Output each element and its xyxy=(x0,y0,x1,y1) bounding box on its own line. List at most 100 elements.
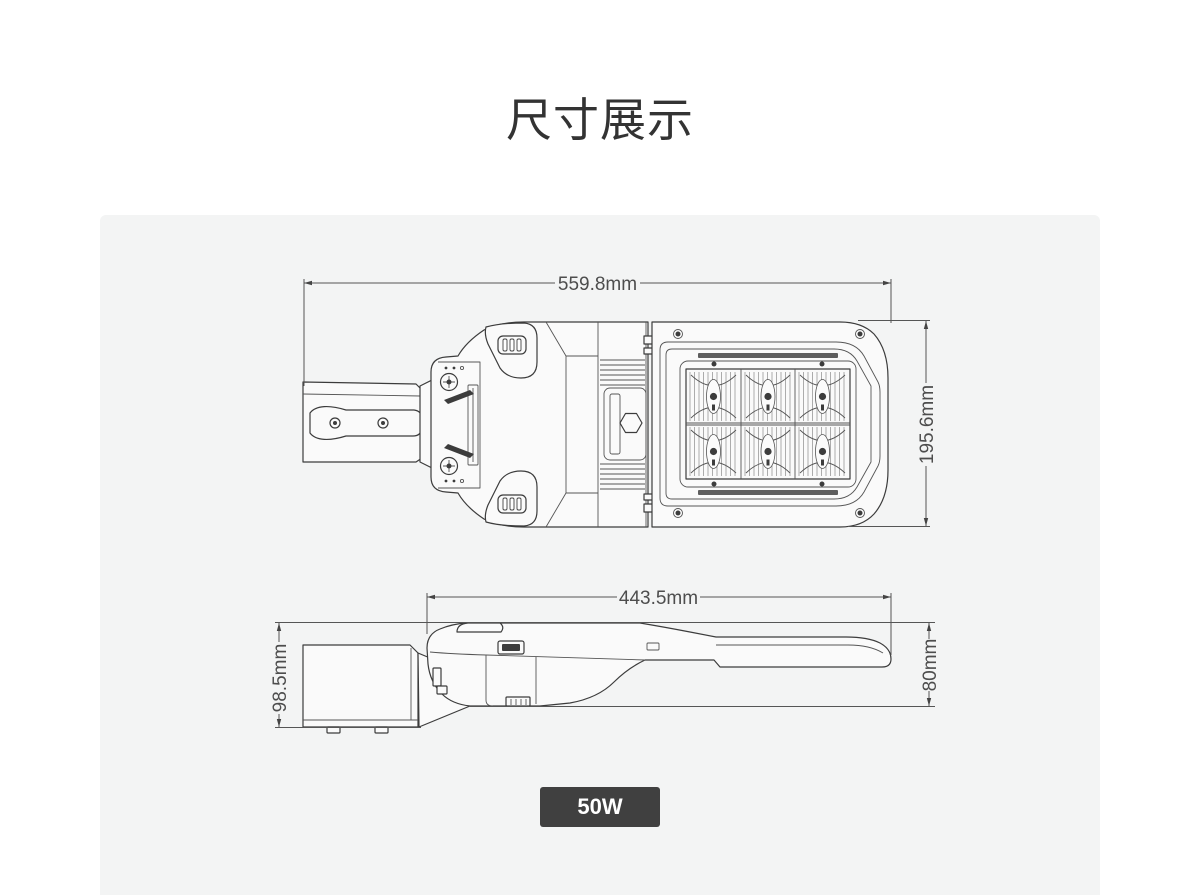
dimension-arrow xyxy=(276,623,282,631)
dimension-label-overall-width: 195.6mm xyxy=(917,385,938,464)
bottom-mounting-ear xyxy=(484,470,538,527)
page-title: 尺寸展示 xyxy=(506,93,694,147)
side-clamp-nut xyxy=(436,685,448,695)
side-bracket-edge xyxy=(303,648,418,721)
dimension-arrow xyxy=(883,594,891,600)
dimension-overall-height: 98.5mm xyxy=(270,622,935,728)
housing-rib xyxy=(566,355,598,494)
dimension-arrow xyxy=(926,623,932,631)
side-lens-cover xyxy=(716,644,884,654)
side-terminal-slots xyxy=(510,699,527,705)
latch-slot xyxy=(509,338,515,352)
dimension-label-body-length: 443.5mm xyxy=(619,588,698,609)
head-screw-icon xyxy=(673,329,683,339)
pole-bracket-edge xyxy=(302,393,421,397)
extension-line xyxy=(426,593,892,655)
latch-slot xyxy=(502,497,508,511)
frame-strip xyxy=(698,490,838,495)
dimension-arrow xyxy=(276,719,282,727)
bracket-bolt-center xyxy=(333,421,337,425)
clamp-marker-dot xyxy=(444,366,448,370)
dimension-arrow xyxy=(926,698,932,706)
side-pole-bracket xyxy=(302,644,419,734)
dimension-overall-length: 559.8mm xyxy=(303,274,892,386)
side-vent xyxy=(646,642,660,651)
side-bracket-box xyxy=(302,644,419,728)
clamp-marker-dot xyxy=(444,479,448,483)
dimension-label-overall-height: 98.5mm xyxy=(270,644,291,713)
clamp-marker-dot xyxy=(452,366,456,370)
dimension-body-length: 443.5mm xyxy=(426,588,892,655)
led-chip-lead xyxy=(821,404,824,411)
module-screw-dot xyxy=(711,361,717,367)
led-module xyxy=(689,427,737,476)
dimension-label-head-height: 80mm xyxy=(920,639,941,692)
top-mounting-ear xyxy=(484,322,538,379)
bracket-bolt-center xyxy=(381,421,385,425)
rear-clamp-bar xyxy=(467,384,479,466)
module-bed xyxy=(679,360,857,488)
module-screw-dot xyxy=(819,361,825,367)
latch-slot xyxy=(516,338,522,352)
head-screw-center xyxy=(675,331,681,337)
pole-bracket xyxy=(302,381,423,463)
head-screw-center xyxy=(857,510,863,516)
heatsink-fins xyxy=(600,359,645,490)
lamp-head xyxy=(651,321,889,528)
clamp-marker-dot xyxy=(452,479,456,483)
extension-line xyxy=(303,279,892,386)
led-module xyxy=(798,427,846,476)
led-chip-lead xyxy=(766,459,770,466)
dimension-arrow xyxy=(923,321,929,329)
clamp-wing xyxy=(444,390,474,404)
frame-strip xyxy=(698,353,838,358)
head-frame-outer xyxy=(659,341,881,507)
housing-rib xyxy=(545,321,567,528)
latch-slot xyxy=(502,338,508,352)
clamp-marker-dot xyxy=(459,365,465,371)
dimension-overall-width: 195.6mm xyxy=(848,320,938,527)
led-module xyxy=(744,372,791,421)
wattage-badge: 50W xyxy=(540,787,660,827)
clamp-screw-center xyxy=(446,379,452,385)
dimension-drawing: 559.8mm 195.6mm 443.5mm 98.5mm xyxy=(270,274,941,734)
clamp-plate xyxy=(419,379,433,469)
module-screw-dot xyxy=(711,481,717,487)
head-screw-center xyxy=(675,510,681,516)
led-chip xyxy=(764,447,772,456)
led-chip-lead xyxy=(712,459,715,466)
led-modules xyxy=(689,372,846,476)
led-module xyxy=(798,372,846,421)
clamp-screw-center xyxy=(446,463,452,469)
rear-clamp-frame xyxy=(438,361,481,489)
led-chip xyxy=(818,447,827,456)
side-top-cover xyxy=(456,622,504,633)
head-screw-icon xyxy=(855,508,865,518)
side-clamp-screw xyxy=(432,667,442,687)
dimension-arrow xyxy=(923,518,929,526)
led-module xyxy=(689,372,737,421)
dimension-label-overall-length: 559.8mm xyxy=(558,274,637,295)
dimension-panel: 559.8mm 195.6mm 443.5mm 98.5mm xyxy=(100,215,1100,895)
latch-slot xyxy=(516,497,522,511)
side-driver-box xyxy=(485,655,537,707)
latch-slot xyxy=(509,497,515,511)
clamp-marker-dot xyxy=(459,478,465,484)
led-chip-lead xyxy=(821,459,824,466)
module-screw-dot xyxy=(819,481,825,487)
clamp-wing xyxy=(444,444,474,458)
head-screw-icon xyxy=(673,508,683,518)
rear-clamp xyxy=(438,361,481,489)
led-grid-divider xyxy=(686,369,850,479)
led-chip xyxy=(818,392,827,401)
top-view xyxy=(302,321,889,528)
led-chip xyxy=(709,392,718,401)
extension-line xyxy=(848,320,930,527)
led-chip-lead xyxy=(712,404,715,411)
hex-nut-icon xyxy=(619,412,643,434)
side-housing-seam xyxy=(429,651,646,661)
dimension-arrow xyxy=(427,594,435,600)
head-frame-gasket xyxy=(665,348,872,500)
housing-outline xyxy=(430,321,649,528)
dimension-head-height: 80mm xyxy=(470,623,941,707)
